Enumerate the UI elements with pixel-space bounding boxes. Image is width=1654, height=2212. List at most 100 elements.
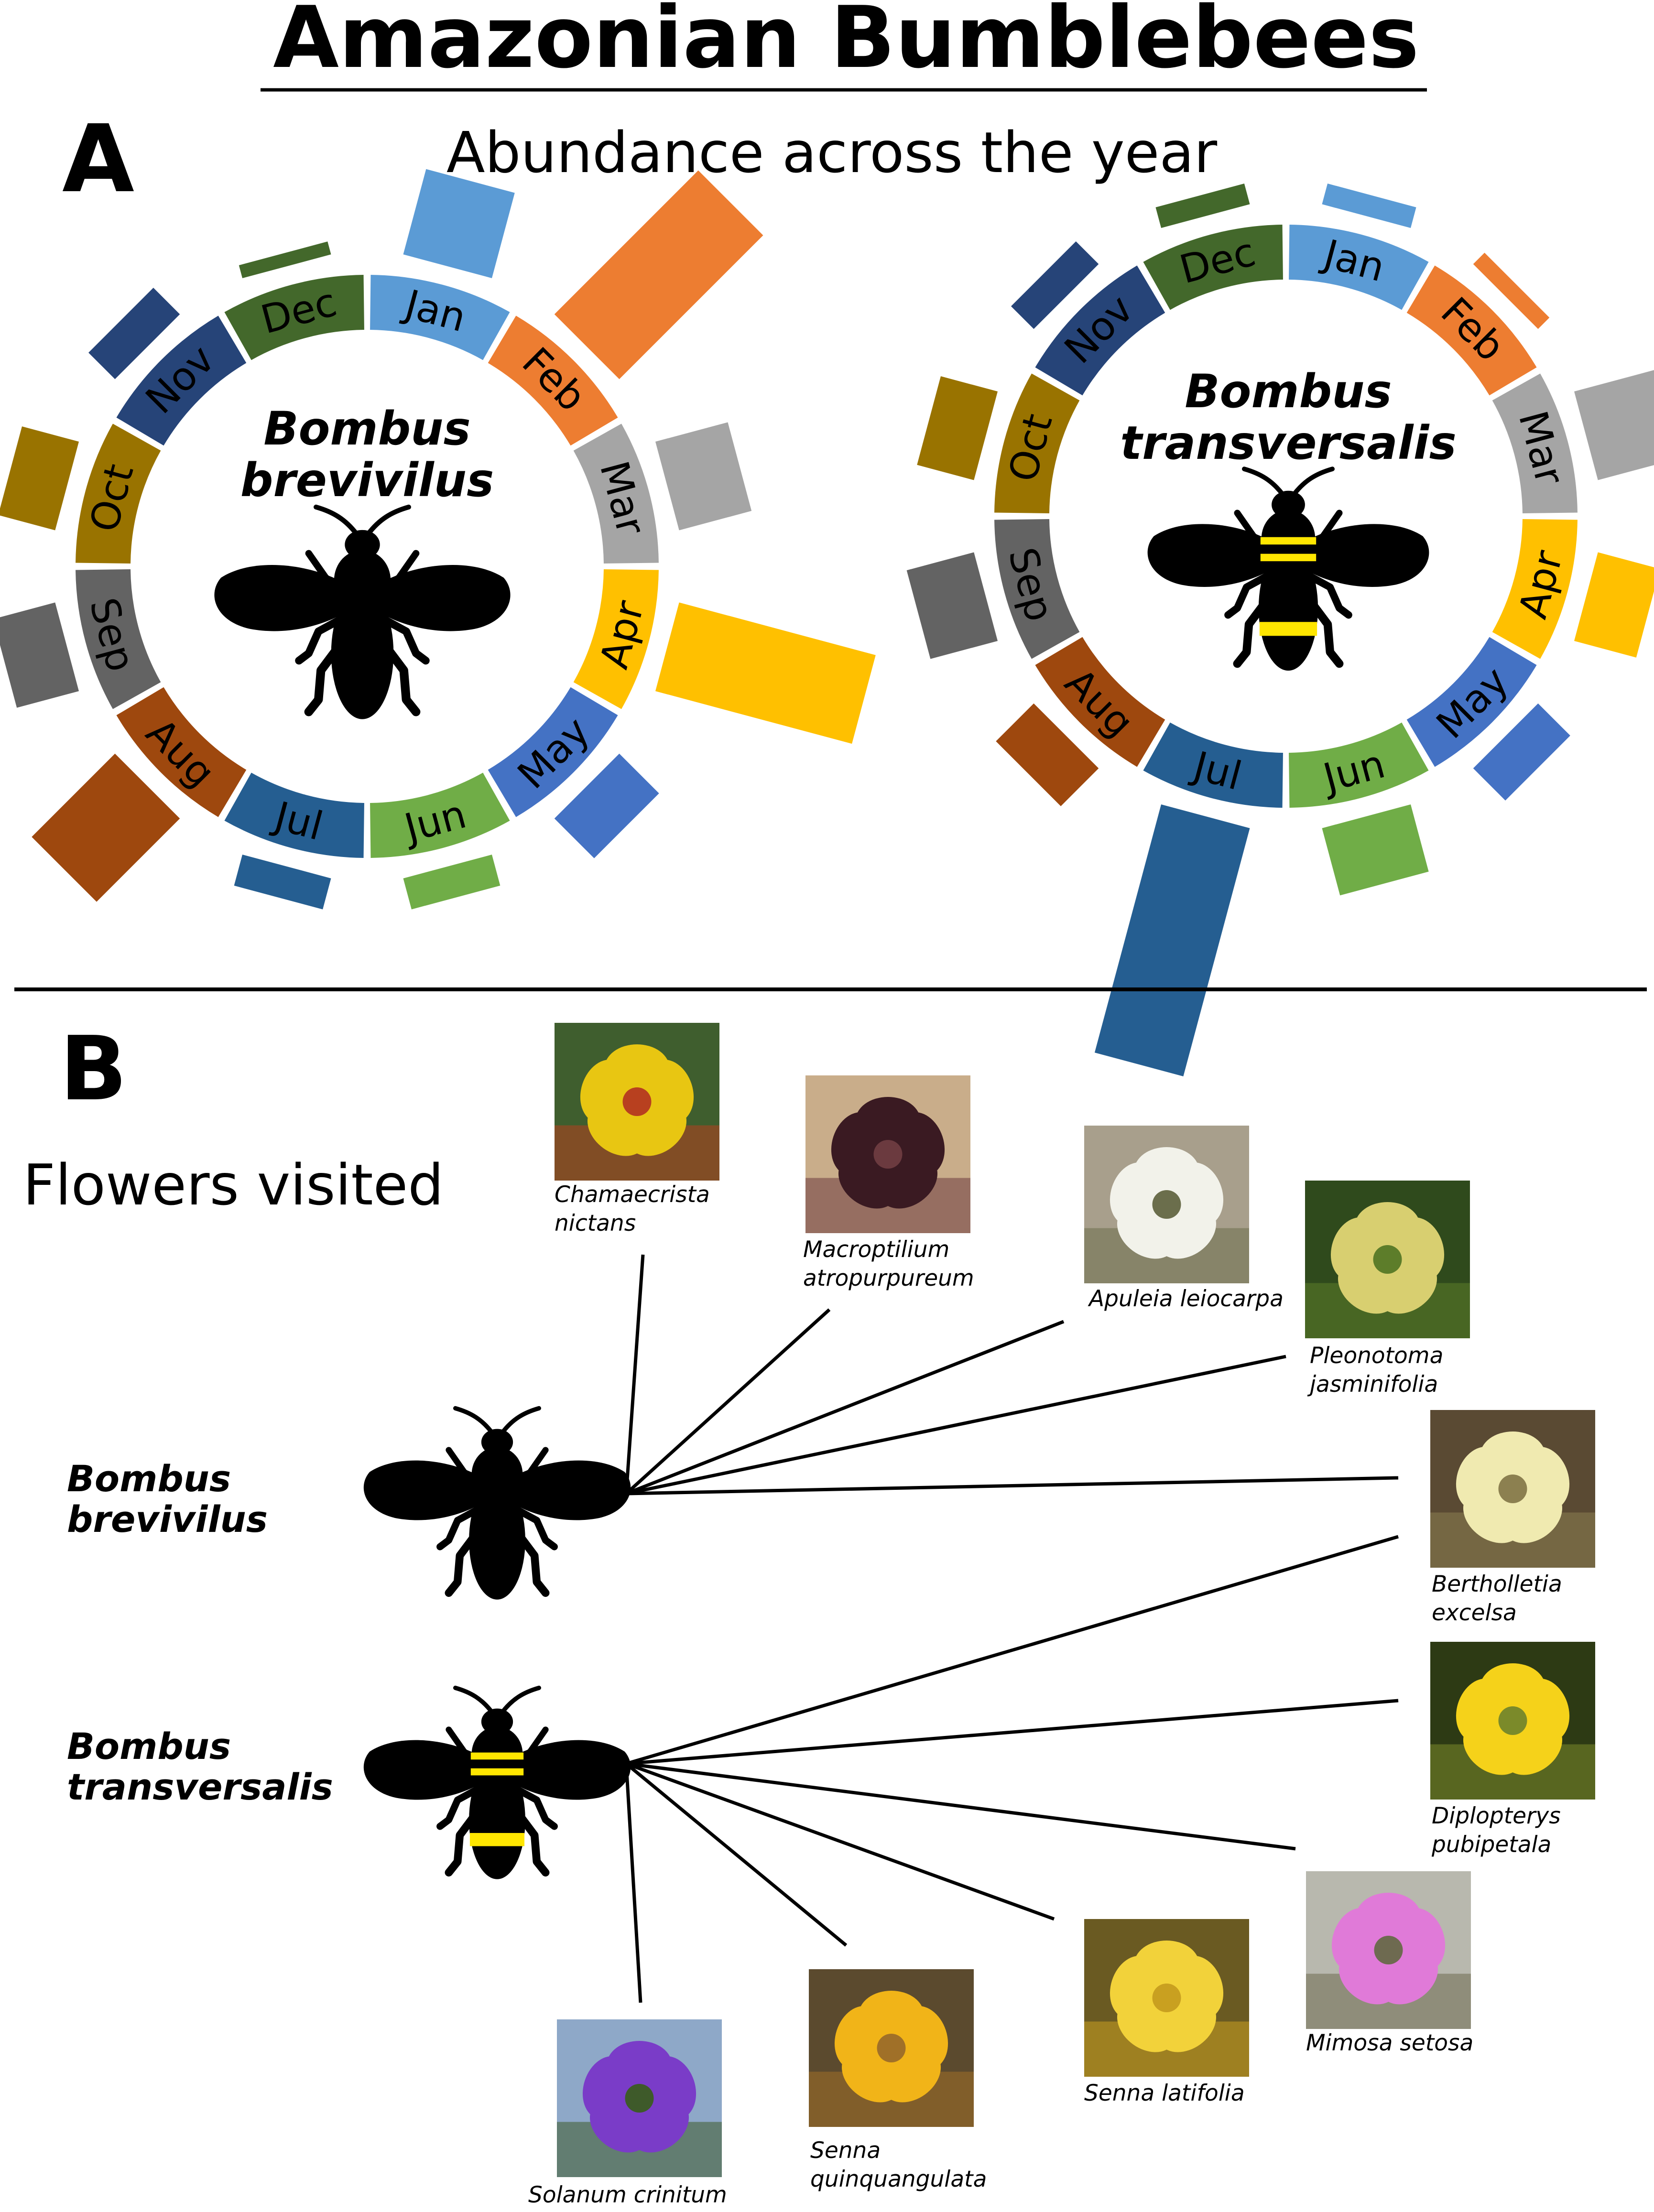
month-label: Mar (591, 456, 654, 540)
petal (1456, 1678, 1506, 1742)
link-line (624, 1254, 645, 1494)
flower-photo (809, 1969, 974, 2127)
link-line (626, 1355, 1286, 1496)
abundance-bar-dec (239, 241, 331, 278)
petal (834, 2006, 884, 2070)
month-segment-apr (1492, 519, 1578, 659)
flower-name: Mimosa setosa (1306, 2030, 1473, 2056)
flower-center (873, 1140, 903, 1169)
bee-silhouette-brevivilus (214, 507, 510, 719)
abundance-bar-apr (1574, 552, 1654, 658)
bee-stripe (1260, 537, 1317, 545)
link-line (626, 1699, 1399, 1766)
flower-photo (1306, 1871, 1471, 2029)
link-line (625, 1320, 1065, 1496)
flower-center (1498, 1706, 1527, 1735)
petal (1110, 1955, 1160, 2019)
petal (1110, 1162, 1160, 1226)
abundance-bar-feb (554, 170, 763, 380)
bee-icon-transversalis (364, 1688, 631, 1879)
flower-name: Apuleia leiocarpa (1088, 1286, 1284, 1312)
panel-b-heading: Flowers visited (23, 1152, 444, 1218)
abundance-bar-oct (0, 426, 79, 531)
flower-name: atropurpureum (803, 1265, 974, 1291)
flower-name: pubipetala (1431, 1832, 1551, 1858)
link-line (625, 1762, 1055, 1921)
abundance-bar-jan (1322, 184, 1416, 228)
month-segment-dec (1143, 225, 1283, 310)
abundance-bar-aug (32, 753, 180, 902)
bee-stripe (1259, 622, 1317, 636)
flower-photo (555, 1023, 719, 1181)
month-segment-oct (994, 373, 1080, 513)
abundance-bar-may (554, 753, 659, 858)
petal (1456, 1446, 1506, 1510)
month-label: Mar (1510, 406, 1573, 489)
abundance-bar-dec (1155, 184, 1250, 228)
month-segment-aug (1035, 637, 1165, 767)
abundance-bar-jun (1322, 804, 1429, 896)
month-segment-dec (224, 275, 364, 360)
flower-center (625, 2084, 654, 2113)
abundance-bar-apr (655, 602, 876, 744)
flower-photo (1430, 1642, 1595, 1800)
flower-name: excelsa (1432, 1600, 1517, 1626)
month-label: Dec (1175, 229, 1260, 293)
flower-name: Diplopterys (1432, 1803, 1561, 1829)
flower-center (1373, 1245, 1402, 1274)
flower-photo (1430, 1410, 1595, 1568)
month-segment-aug (116, 687, 247, 817)
bee-label-epithet: transversalis (67, 1766, 333, 1808)
month-segment-jun (370, 772, 510, 858)
flower-center (1498, 1475, 1527, 1503)
abundance-bar-aug (996, 703, 1099, 806)
bee-icon-brevivilus (364, 1408, 631, 1599)
flower-name: quinquangulata (810, 2166, 987, 2192)
flower-name: Senna (810, 2137, 881, 2164)
month-segment-nov (116, 315, 247, 446)
bee-label-genus: Bombus (67, 1725, 231, 1767)
flower-center (622, 1087, 652, 1116)
flower-photo (557, 2019, 722, 2177)
chart-species-epithet: brevivilus (240, 454, 494, 507)
abundance-bar-mar (1574, 370, 1654, 480)
flower-name: Senna latifolia (1084, 2080, 1245, 2106)
abundance-bar-sep (0, 602, 79, 708)
month-segment-jul (1143, 722, 1283, 808)
month-segment-mar (1492, 373, 1578, 513)
month-segment-apr (573, 569, 659, 709)
month-segment-feb (1406, 265, 1537, 396)
abundance-bar-feb (1473, 252, 1550, 329)
month-segment-may (488, 687, 618, 817)
bee-stripe (470, 1752, 524, 1760)
link-line (626, 1535, 1399, 1766)
panel-b-letter: B (60, 1017, 127, 1120)
flower-photo (1084, 1126, 1249, 1283)
bee-silhouette-transversalis (1148, 469, 1429, 671)
flower-center (877, 2034, 906, 2062)
petal (582, 2056, 632, 2120)
abundance-bar-jul (1094, 804, 1250, 1076)
link-line (624, 1763, 642, 2003)
chart-species-epithet: transversalis (1120, 416, 1456, 470)
link-line (626, 1476, 1399, 1496)
flower-center (1374, 1936, 1403, 1964)
petal (580, 1059, 630, 1123)
abundance-bar-sep (906, 552, 998, 659)
month-segment-mar (573, 423, 659, 564)
flower-center (1152, 1984, 1181, 2012)
abundance-bar-oct (917, 376, 998, 480)
bee-stripe (469, 1833, 525, 1846)
month-label: Sep (80, 593, 143, 676)
abundance-bar-jul (234, 855, 331, 910)
bee-stripe (1260, 553, 1317, 562)
month-segment-jan (1289, 225, 1429, 310)
abundance-bar-nov (88, 288, 180, 380)
flower-name: Chamaecrista (555, 1182, 710, 1208)
month-label: Sep (999, 543, 1062, 626)
flower-name: Bertholletia (1432, 1571, 1562, 1597)
flower-center (1152, 1190, 1181, 1219)
flower-photo (805, 1075, 970, 1233)
